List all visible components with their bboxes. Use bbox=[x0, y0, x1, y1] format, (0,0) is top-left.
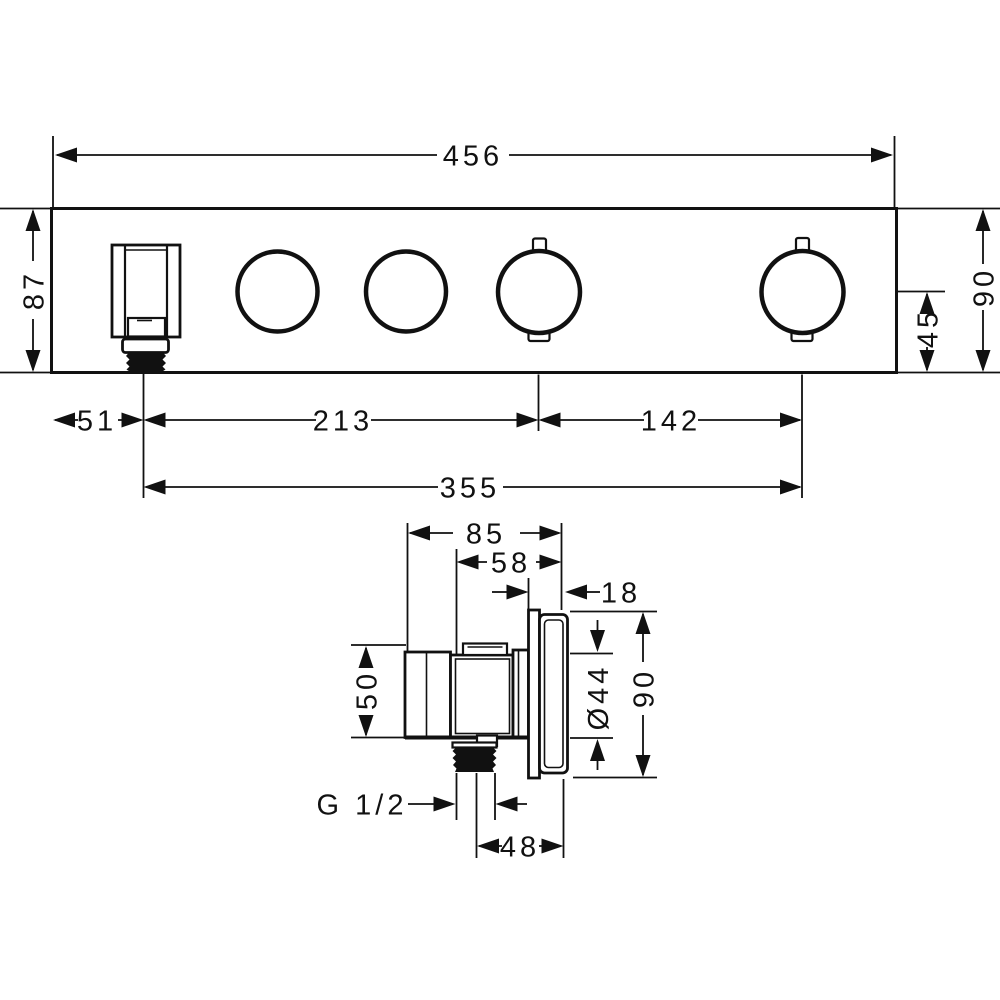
arrowhead bbox=[919, 292, 935, 314]
arrowhead bbox=[506, 584, 529, 600]
arrowhead bbox=[635, 755, 651, 777]
dim-body-depth: 58 bbox=[455, 548, 562, 654]
main-block-inner bbox=[454, 658, 511, 735]
dim-plate-thickness: 18 bbox=[492, 578, 641, 610]
arrowhead bbox=[975, 209, 991, 231]
connector-step bbox=[126, 316, 167, 338]
arrowhead bbox=[539, 554, 562, 570]
dim-label-total-span: 355 bbox=[440, 473, 500, 505]
knob-4-with-tabs bbox=[759, 236, 846, 343]
arrowhead bbox=[121, 412, 144, 428]
dim-total-width: 456 bbox=[52, 136, 896, 207]
dim-label-total-depth: 85 bbox=[466, 519, 506, 551]
connector-thread-front bbox=[126, 352, 166, 372]
dim-label-plate-thickness: 18 bbox=[601, 578, 641, 610]
knob-3-with-tabs bbox=[495, 237, 583, 343]
dim-knob-diameter: Ø44 bbox=[570, 620, 615, 770]
knob-1 bbox=[235, 249, 320, 334]
dim-label-height-right: 90 bbox=[969, 267, 1000, 307]
arrowhead bbox=[456, 554, 479, 570]
arrowhead bbox=[590, 630, 605, 652]
arrowhead bbox=[635, 612, 651, 634]
arrowhead bbox=[53, 412, 75, 428]
rear-block bbox=[403, 650, 452, 739]
dim-label-right-span: 142 bbox=[641, 406, 701, 438]
square-connector bbox=[110, 243, 182, 372]
dim-label-body-height: 50 bbox=[352, 670, 384, 710]
arrowhead bbox=[516, 412, 539, 428]
plate-front-sheet bbox=[527, 608, 541, 780]
arrowhead bbox=[541, 838, 564, 854]
dim-label-total-width: 456 bbox=[443, 141, 503, 173]
arrowhead bbox=[780, 479, 802, 495]
arrowhead bbox=[780, 412, 802, 428]
arrowhead bbox=[871, 147, 893, 163]
arrowhead bbox=[433, 796, 456, 812]
dim-label-left-offset: 51 bbox=[77, 406, 117, 438]
dim-total-depth: 85 bbox=[406, 519, 563, 651]
dim-bottom-chain: 51 213 142 355 bbox=[53, 374, 803, 505]
dim-body-height: 50 bbox=[351, 644, 406, 739]
dim-center-to-back: 48 bbox=[477, 779, 565, 864]
knob-4 bbox=[759, 248, 846, 336]
arrowhead bbox=[408, 525, 430, 541]
arrowhead bbox=[590, 739, 605, 761]
arrowhead bbox=[919, 350, 935, 372]
dim-label-plate-height: 90 bbox=[629, 668, 661, 708]
module-panel-outline bbox=[50, 207, 898, 374]
dim-height-right: 90 bbox=[898, 207, 1000, 374]
arrowhead bbox=[358, 646, 374, 668]
arrowhead bbox=[477, 838, 499, 854]
threaded-outlet bbox=[451, 741, 498, 858]
arrowhead bbox=[143, 412, 166, 428]
sleeve bbox=[511, 648, 530, 739]
side-view: 85 58 18 50 bbox=[317, 519, 661, 864]
dim-label-half-height: 45 bbox=[913, 308, 945, 348]
main-block bbox=[449, 653, 515, 739]
arrowhead bbox=[538, 412, 561, 428]
arrowhead bbox=[25, 209, 41, 231]
arrowhead bbox=[143, 479, 166, 495]
connector-collar bbox=[121, 337, 170, 354]
dim-label-center-to-back: 48 bbox=[500, 832, 540, 864]
arrowhead bbox=[25, 350, 41, 372]
arrowhead bbox=[495, 796, 518, 812]
dim-label-body-depth: 58 bbox=[491, 548, 531, 580]
plate-slab-inner bbox=[543, 619, 564, 769]
outlet-neck bbox=[451, 741, 498, 749]
front-view: 456 87 90 45 bbox=[0, 136, 1000, 505]
dim-height-left: 87 bbox=[0, 207, 51, 374]
dim-plate-height: 90 bbox=[570, 610, 661, 779]
dim-label-thread-size: G 1/2 bbox=[317, 790, 408, 822]
arrowhead bbox=[358, 715, 374, 737]
knob-3 bbox=[495, 248, 583, 336]
knob-2 bbox=[363, 249, 449, 334]
dim-label-height-left: 87 bbox=[19, 270, 51, 310]
arrowhead bbox=[55, 147, 77, 163]
arrowhead bbox=[975, 350, 991, 372]
top-cap bbox=[461, 642, 509, 657]
callout-thread-size: G 1/2 bbox=[317, 790, 527, 822]
dim-label-knob-diameter: Ø44 bbox=[583, 664, 615, 731]
valve-body bbox=[403, 642, 530, 748]
outlet-thread-side bbox=[452, 747, 497, 772]
arrowhead bbox=[539, 525, 562, 541]
dim-label-mid-span: 213 bbox=[313, 406, 373, 438]
dim-half-height: 45 bbox=[898, 290, 945, 372]
plate-slab bbox=[538, 613, 569, 775]
arrowhead bbox=[565, 584, 587, 600]
wall-plate bbox=[527, 608, 569, 780]
